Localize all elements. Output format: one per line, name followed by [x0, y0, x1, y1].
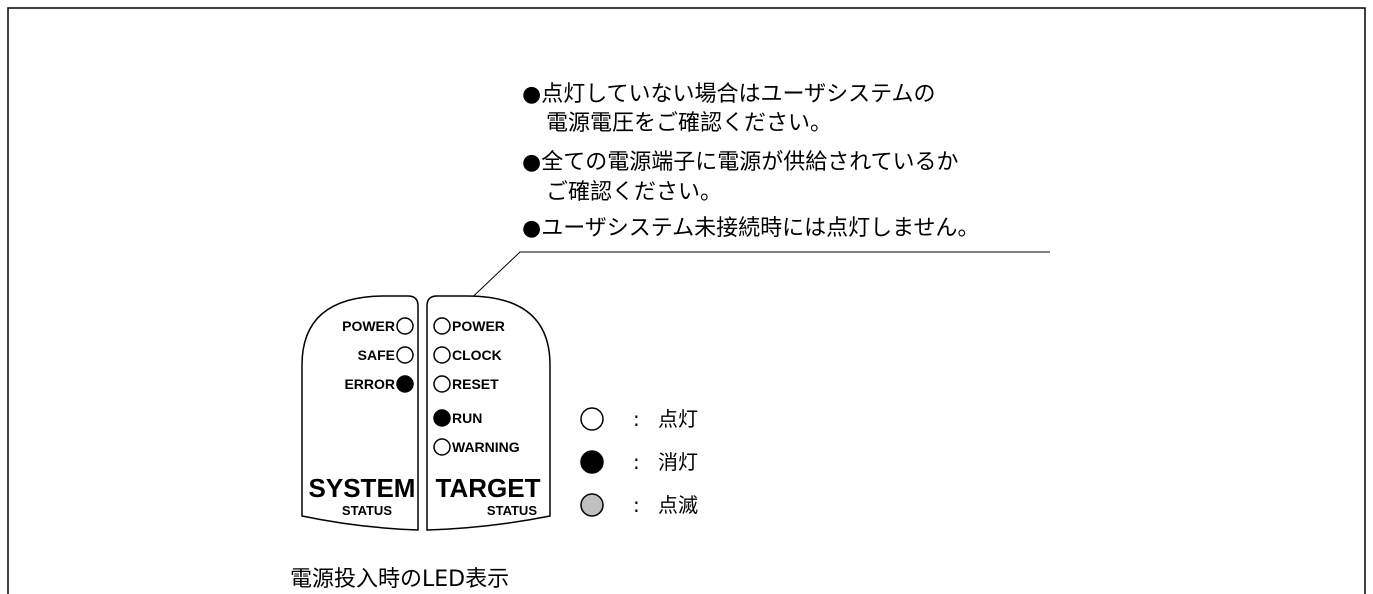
target-led-label: RESET — [452, 376, 499, 392]
target-led-run-indicator — [433, 409, 451, 427]
note-line: ●ユーザシステム未接続時には点灯しません。 — [522, 216, 980, 241]
legend-separator: : — [633, 407, 640, 431]
note-line: ご確認ください。 — [546, 180, 723, 205]
target-led-power-indicator — [433, 317, 451, 335]
outer-frame — [7, 7, 1366, 594]
legend-open-circle-icon — [580, 407, 604, 431]
note-line: 電源電圧をご確認ください。 — [546, 111, 833, 136]
legend-separator: : — [633, 450, 640, 474]
legend-label-blinking: 点滅 — [658, 493, 698, 517]
system-panel-subtitle: STATUS — [342, 503, 392, 518]
target-panel-outline — [426, 295, 551, 531]
system-panel-title: SYSTEM — [309, 473, 416, 503]
target-led-label: WARNING — [452, 439, 520, 455]
target-led-label: POWER — [452, 318, 505, 334]
legend-filled-circle-icon — [580, 450, 604, 474]
target-led-label: CLOCK — [452, 347, 502, 363]
target-led-clock-indicator — [433, 346, 451, 364]
system-led-label: ERROR — [344, 376, 395, 392]
note-line: ●全ての電源端子に電源が供給されているか — [522, 150, 959, 175]
legend-label-lit: 点灯 — [658, 407, 698, 431]
system-led-error-indicator — [396, 375, 414, 393]
system-led-power-indicator — [396, 317, 414, 335]
system-led-label: SAFE — [358, 347, 395, 363]
leader-line — [441, 251, 1050, 327]
system-panel-outline — [301, 295, 419, 531]
system-led-label: POWER — [342, 318, 395, 334]
legend-label-unlit: 消灯 — [658, 450, 698, 474]
legend-gray-circle-icon — [580, 493, 604, 517]
note-line: ●点灯していない場合はユーザシステムの — [522, 82, 936, 107]
target-led-label: RUN — [452, 410, 482, 426]
target-panel-subtitle: STATUS — [487, 503, 537, 518]
system-led-safe-indicator — [396, 346, 414, 364]
target-panel-title: TARGET — [436, 473, 541, 503]
legend-separator: : — [633, 493, 640, 517]
target-led-warning-indicator — [433, 438, 451, 456]
target-led-reset-indicator — [433, 375, 451, 393]
diagram-caption: 電源投入時のLED表示 — [290, 567, 510, 592]
